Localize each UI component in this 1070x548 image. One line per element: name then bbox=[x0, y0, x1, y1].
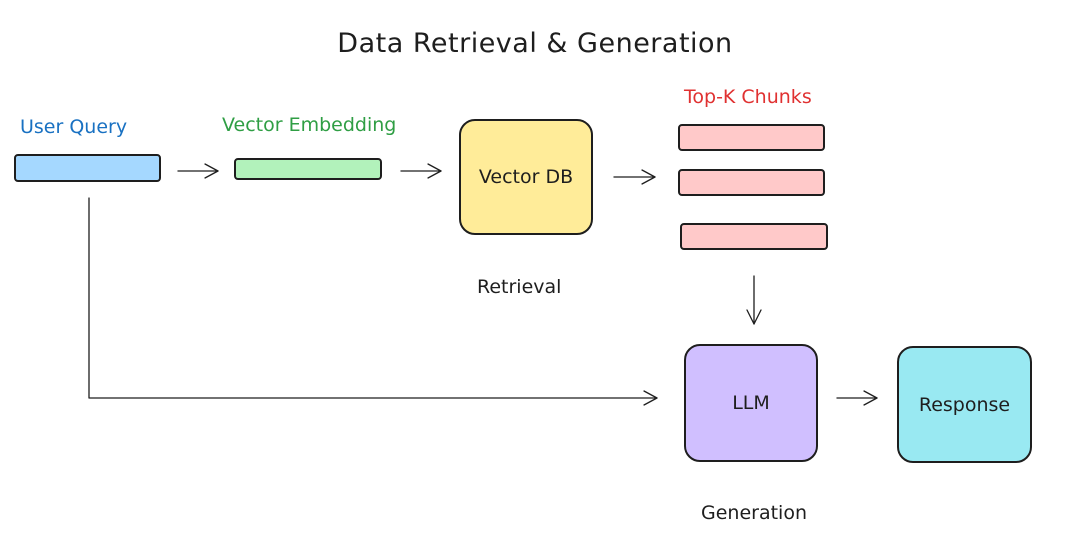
top-k-chunk-1 bbox=[678, 124, 825, 151]
retrieval-label: Retrieval bbox=[477, 276, 562, 298]
llm-label: LLM bbox=[732, 392, 770, 414]
response-node: Response bbox=[897, 346, 1032, 463]
top-k-chunk-2 bbox=[678, 169, 825, 196]
llm-node: LLM bbox=[684, 344, 818, 462]
top-k-chunks-label: Top-K Chunks bbox=[684, 86, 812, 108]
arrow-chunks-to-llm bbox=[746, 275, 762, 325]
top-k-chunk-3 bbox=[680, 223, 828, 250]
arrow-query-to-llm bbox=[88, 197, 658, 406]
vector-db-node: Vector DB bbox=[459, 119, 593, 235]
arrow-llm-to-response bbox=[836, 390, 878, 406]
vector-embedding-label: Vector Embedding bbox=[222, 114, 397, 136]
diagram-title: Data Retrieval & Generation bbox=[337, 28, 733, 59]
vector-embedding-bar bbox=[234, 158, 382, 180]
response-label: Response bbox=[918, 393, 1011, 416]
user-query-bar bbox=[14, 154, 161, 182]
generation-label: Generation bbox=[701, 502, 807, 524]
arrow-embedding-to-vector-db bbox=[400, 163, 442, 179]
vector-db-label: Vector DB bbox=[478, 166, 574, 188]
user-query-label: User Query bbox=[20, 116, 128, 138]
arrow-query-to-embedding bbox=[177, 163, 219, 179]
arrow-vector-db-to-chunks bbox=[613, 169, 656, 185]
